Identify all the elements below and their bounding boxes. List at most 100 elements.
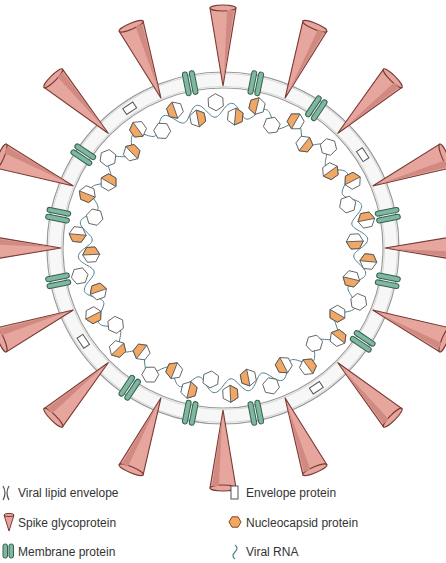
nucleocapsid xyxy=(123,145,139,161)
membrane-protein xyxy=(356,148,368,162)
spike xyxy=(42,67,118,143)
nucleocapsid xyxy=(351,294,367,311)
spike xyxy=(368,298,446,353)
nucleocapsid xyxy=(263,117,280,133)
nucleocapsid xyxy=(360,254,377,269)
nucleocapsid-fill xyxy=(133,344,147,359)
nucleocapsid-fill xyxy=(90,283,106,294)
nucleocapsid xyxy=(100,150,116,167)
nucleocapsid xyxy=(79,186,95,203)
nucleocapsid xyxy=(86,307,101,324)
spike xyxy=(385,235,446,261)
nucleocapsid-fill xyxy=(101,174,116,187)
nucleocapsid-fill xyxy=(79,191,95,203)
nucleocapsid xyxy=(130,122,147,138)
nucleocapsid xyxy=(287,114,304,129)
nucleocapsid-fill xyxy=(323,166,338,179)
nucleocapsid-fill xyxy=(330,310,345,323)
nucleocapsid-fill xyxy=(86,311,101,323)
nucleocapsid xyxy=(296,136,313,152)
nucleocapsid-fill xyxy=(299,137,313,152)
membrane-protein xyxy=(375,207,401,223)
nucleocapsid xyxy=(101,174,116,191)
nucleocapsid xyxy=(249,98,265,115)
nucleocapsid xyxy=(71,268,88,284)
nucleocapsid xyxy=(109,341,125,358)
spike xyxy=(328,67,404,143)
nucleocapsid xyxy=(343,271,360,287)
membrane-protein xyxy=(349,330,376,353)
envelope-inner xyxy=(63,88,383,408)
nucleocapsid xyxy=(323,163,339,180)
nucleocapsid xyxy=(346,234,363,249)
nucleocapsid xyxy=(345,172,360,189)
membrane-protein xyxy=(123,102,137,114)
nucleocapsid xyxy=(154,123,171,138)
nucleocapsid-fill xyxy=(358,212,375,222)
spike xyxy=(273,393,328,478)
nucleocapsid xyxy=(83,247,100,262)
legend-text: Viral lipid envelope xyxy=(18,486,119,500)
spike xyxy=(118,19,173,104)
spike xyxy=(210,5,236,86)
legend-icons xyxy=(3,486,241,559)
nucleocapsid-fill xyxy=(130,122,143,137)
nucleocapsid xyxy=(300,359,317,375)
nucleocapsid xyxy=(275,358,292,373)
membrane-protein xyxy=(248,400,264,426)
nucleocapsid-fill xyxy=(346,241,363,249)
nucleocapsid-fill xyxy=(345,172,360,184)
nucleocapsid xyxy=(208,94,223,111)
nucleocapsid-fill xyxy=(126,145,140,159)
viral-rna xyxy=(78,103,367,392)
nucleocapsid-fill xyxy=(196,110,206,127)
membrane-protein xyxy=(45,207,71,223)
legend-text: Nucleocapsid protein xyxy=(246,516,358,530)
nucleocapsid xyxy=(166,363,183,379)
nucleocapsid xyxy=(340,196,356,213)
nucleocapsid xyxy=(108,316,124,333)
nucleocapsid-fill xyxy=(249,98,259,115)
nucleocapsid-fill xyxy=(167,102,178,118)
nucleocapsid xyxy=(181,382,197,399)
membrane-protein xyxy=(248,70,264,96)
spike xyxy=(0,298,78,353)
legend-text: Envelope protein xyxy=(246,486,336,500)
nucleocapsid-fill xyxy=(303,359,316,374)
nucleocapsid xyxy=(330,330,346,347)
legend-text: Spike glycoprotein xyxy=(18,516,116,530)
nucleocapsid-fill xyxy=(166,363,178,379)
nucleocapsid-fill xyxy=(234,108,243,125)
nucleocapsid xyxy=(240,369,256,386)
spike xyxy=(273,19,328,104)
nucleocapsid xyxy=(203,371,219,388)
nucleocapsid-fill xyxy=(240,369,250,386)
nucleocapsid-fill xyxy=(230,385,238,402)
spike xyxy=(42,353,118,429)
membrane-protein xyxy=(45,273,71,289)
nucleocapsid-fill xyxy=(111,343,125,357)
spike xyxy=(368,143,446,198)
virion xyxy=(0,5,446,491)
spike xyxy=(118,393,173,478)
membrane-protein xyxy=(305,95,328,122)
membrane-protein xyxy=(309,381,323,393)
membrane-protein xyxy=(77,334,89,348)
nucleocapsid xyxy=(223,385,238,402)
nucleocapsid xyxy=(69,227,86,243)
legend-text: Viral RNA xyxy=(246,545,298,559)
nucleocapsid xyxy=(167,102,184,118)
nucleocapsid xyxy=(86,209,103,225)
nucleocapsid-fill xyxy=(83,247,100,255)
legend-text: Membrane protein xyxy=(18,545,115,559)
spike xyxy=(328,353,404,429)
nucleocapsid xyxy=(90,283,106,300)
membrane-protein xyxy=(182,70,198,96)
nucleocapsid-fill xyxy=(360,254,377,262)
membrane-protein xyxy=(70,143,97,166)
spike xyxy=(210,410,236,491)
nucleocapsid xyxy=(142,367,159,382)
nucleocapsid xyxy=(306,335,323,351)
nucleocapsid xyxy=(330,305,345,322)
